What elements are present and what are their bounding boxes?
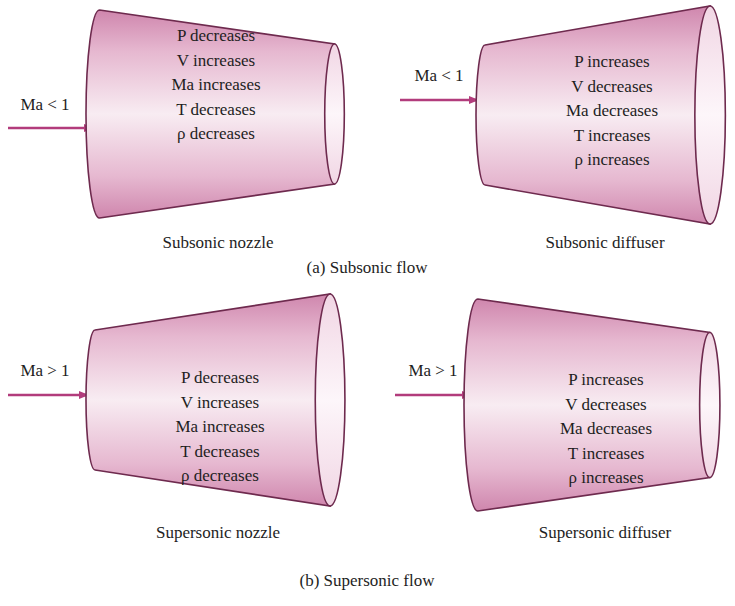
shape-caption: Subsonic diffuser [545,232,664,253]
frustum-end [315,294,345,506]
property-list: P increasesV decreasesMa decreasesT incr… [526,368,686,491]
figure-caption: (a) Subsonic flow [307,257,428,278]
property-trend: V increases [140,391,300,416]
property-trend: V decreases [532,75,692,100]
property-trend: Ma decreases [532,99,692,124]
nozzle-shape: P decreasesV increasesMa increasesT decr… [83,291,348,509]
mach-label: Ma < 1 [20,94,69,115]
mach-label: Ma > 1 [408,360,457,381]
frustum-body [464,299,710,511]
property-trend: P decreases [136,24,296,49]
property-trend: P decreases [140,366,300,391]
property-list: P decreasesV increasesMa increasesT decr… [140,366,300,489]
frustum-body [86,10,335,218]
shape-caption: Supersonic diffuser [539,522,671,543]
property-trend: V decreases [526,393,686,418]
diffuser-shape: P increasesV decreasesMa decreasesT incr… [461,296,723,514]
property-trend: P increases [526,368,686,393]
frustum-end [325,44,345,184]
property-trend: Ma increases [140,415,300,440]
property-trend: ρ increases [526,466,686,491]
property-trend: V increases [136,49,296,74]
flow-arrow [400,99,478,102]
shape-caption: Supersonic nozzle [156,522,280,543]
mach-label: Ma < 1 [414,65,463,86]
property-trend: T decreases [140,440,300,465]
property-trend: ρ decreases [136,122,296,147]
diffuser-shape: P increasesV decreasesMa decreasesT incr… [473,3,728,227]
property-list: P decreasesV increasesMa increasesT decr… [136,24,296,147]
nozzle-shape: P decreasesV increasesMa increasesT decr… [83,7,347,221]
property-trend: T increases [526,442,686,467]
property-list: P increasesV decreasesMa decreasesT incr… [532,50,692,173]
frustum-end [700,333,720,478]
property-trend: T decreases [136,98,296,123]
property-trend: Ma decreases [526,417,686,442]
figure-caption: (b) Supersonic flow [299,570,434,591]
property-trend: P increases [532,50,692,75]
frustum-body [476,6,710,224]
flow-arrow [8,127,93,130]
property-trend: ρ increases [532,148,692,173]
property-trend: ρ decreases [140,464,300,489]
flow-arrow [8,394,88,397]
frustum-body [86,294,330,506]
property-trend: Ma increases [136,73,296,98]
flow-arrow [395,394,471,397]
frustum-end [695,6,726,224]
mach-label: Ma > 1 [20,360,69,381]
shape-caption: Subsonic nozzle [163,232,274,253]
property-trend: T increases [532,124,692,149]
